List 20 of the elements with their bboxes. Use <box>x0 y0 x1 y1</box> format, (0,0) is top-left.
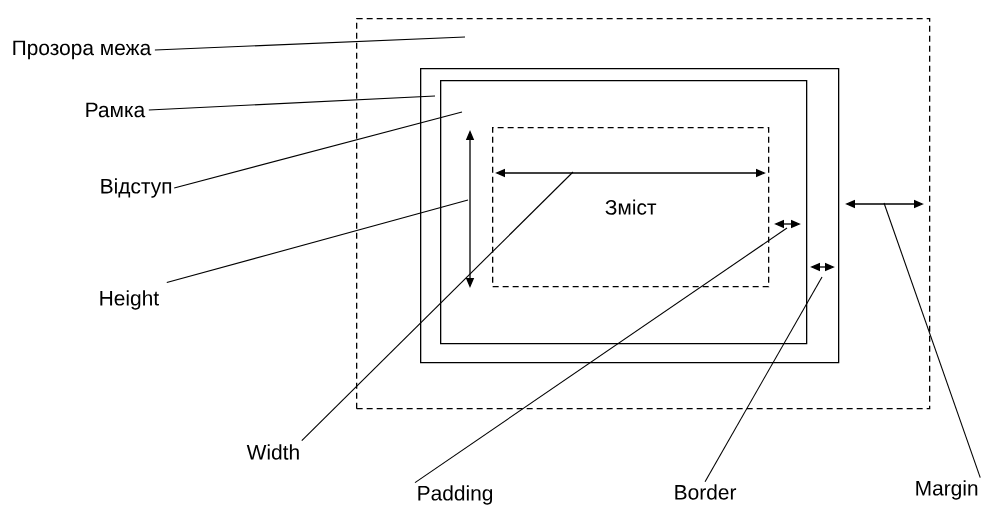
callout-label: Padding <box>418 485 493 505</box>
callout-label: Рамка <box>86 102 146 118</box>
callout-label: Відступ <box>101 178 172 198</box>
border-box <box>440 80 808 345</box>
callout-label: Прозора межа <box>13 40 152 60</box>
callout-label: Border <box>675 484 737 500</box>
leader-line <box>883 202 981 479</box>
callout-label: Height <box>100 290 159 310</box>
callout-label: Width <box>246 444 299 460</box>
border-box <box>420 68 840 364</box>
leader-line <box>154 36 466 51</box>
leader-line <box>166 199 469 284</box>
leader-line <box>148 95 436 111</box>
callout-label: Margin <box>916 480 978 500</box>
margin-box <box>356 18 931 410</box>
content-box: Зміст <box>492 127 770 288</box>
leader-line <box>414 227 788 484</box>
leader-line <box>301 171 574 442</box>
leader-line <box>173 111 463 189</box>
leader-line <box>704 276 823 483</box>
